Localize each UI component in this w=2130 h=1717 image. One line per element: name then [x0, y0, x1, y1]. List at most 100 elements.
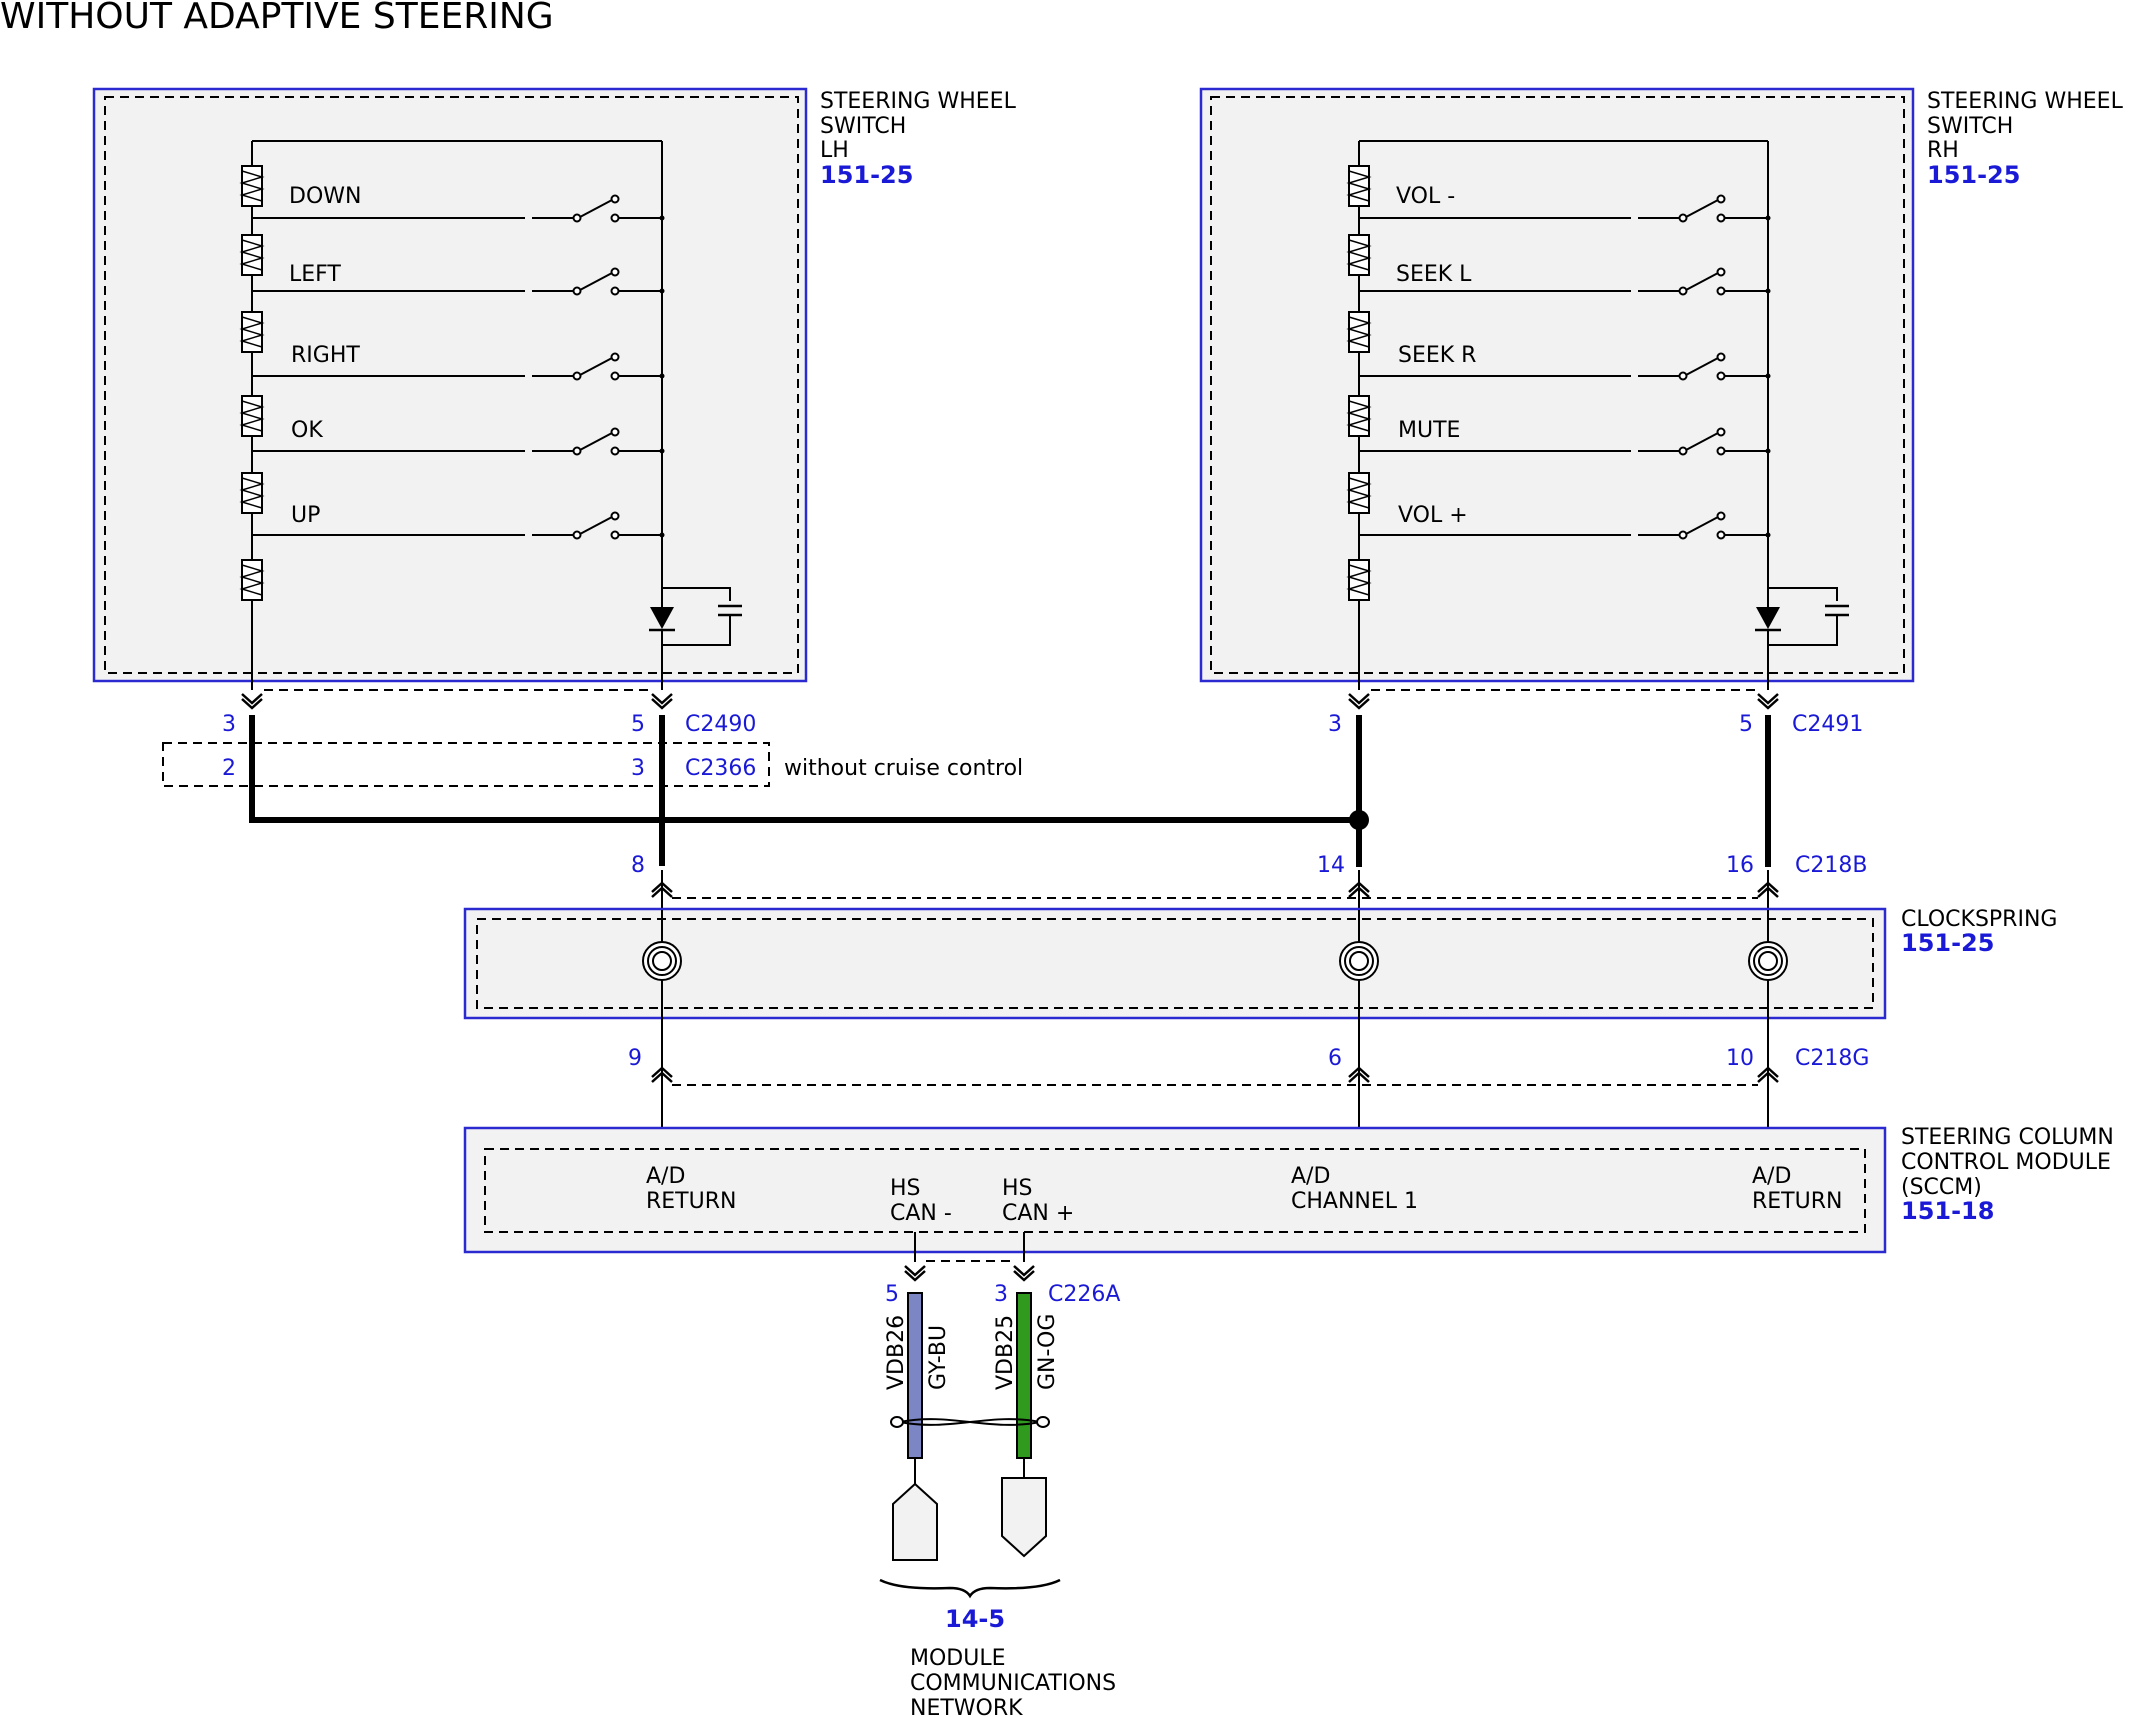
pin-number: 5 — [885, 1282, 899, 1307]
sccm-ref: 151-18 — [1901, 1197, 1994, 1225]
lh-switch-up: UP — [252, 503, 666, 540]
switch-label: VOL - — [1396, 184, 1455, 209]
rh-switch-vol-minus: VOL - — [1359, 184, 1772, 223]
connector-pin-icon — [903, 1264, 927, 1282]
network-name-2: COMMUNICATIONS — [910, 1671, 1116, 1696]
splice-icon — [1349, 810, 1369, 830]
connector-arrow-down-icon — [1001, 1477, 1047, 1558]
clockspring-coil-icon — [1339, 941, 1379, 981]
connector-id: C2366 — [685, 756, 756, 781]
connector-c226a: 5 3 C226A — [885, 1232, 1120, 1307]
pin-number: 3 — [222, 712, 236, 737]
rh-switch-name-1: STEERING WHEEL — [1927, 89, 2124, 114]
rh-switch-seek-r: SEEK R — [1359, 343, 1772, 381]
clockspring-coil-icon — [642, 941, 682, 981]
page-title: WITHOUT ADAPTIVE STEERING — [0, 0, 554, 37]
pin-number: 14 — [1317, 853, 1345, 878]
pin-number: 8 — [631, 853, 645, 878]
switch-label: DOWN — [289, 184, 361, 209]
lh-switch-name-1: STEERING WHEEL — [820, 89, 1017, 114]
lh-switch-name-2: SWITCH — [820, 114, 906, 139]
sccm-terminal-label: HS — [1002, 1176, 1033, 1201]
network-name-1: MODULE — [910, 1646, 1006, 1671]
pin-number: 16 — [1726, 853, 1754, 878]
pin-number: 5 — [631, 712, 645, 737]
lh-switch-ref: 151-25 — [820, 161, 913, 189]
wire-color-label: GY-BU — [926, 1325, 951, 1390]
connector-c218b: 8 14 16 C218B — [631, 853, 1867, 910]
connector-pin-icon — [1756, 692, 1780, 710]
sccm-terminal-label: CAN + — [1002, 1201, 1074, 1226]
lh-switch-component: STEERING WHEEL SWITCH LH 151-25 DOWN LEF… — [92, 87, 1017, 690]
connector-id: C2491 — [1792, 712, 1863, 737]
clockspring-coil-icon — [1748, 941, 1788, 981]
sccm-terminal-label: A/D — [646, 1164, 685, 1189]
switch-label: VOL + — [1398, 503, 1468, 528]
switch-label: UP — [291, 503, 320, 528]
sccm-terminal-label: HS — [890, 1176, 921, 1201]
rh-switch-ref: 151-25 — [1927, 161, 2020, 189]
sccm-terminal-label: RETURN — [1752, 1189, 1842, 1214]
pin-number: 2 — [222, 756, 236, 781]
connector-c2490: 3 5 C2490 — [222, 689, 756, 737]
pin-number: 10 — [1726, 1046, 1754, 1071]
lh-switch-left: LEFT — [252, 262, 666, 296]
option-note: without cruise control — [784, 756, 1023, 781]
rh-switch-vol-plus: VOL + — [1359, 503, 1772, 540]
sccm-name-3: (SCCM) — [1901, 1175, 1982, 1200]
sccm-terminal-label: CAN - — [890, 1201, 952, 1226]
lh-switch-down: DOWN — [252, 184, 666, 223]
network-ref: 14-5 — [945, 1605, 1005, 1633]
lh-switch-name-3: LH — [820, 138, 849, 163]
sccm-component: STEERING COLUMN CONTROL MODULE (SCCM) 15… — [463, 1125, 2114, 1254]
connector-pin-icon — [1347, 692, 1371, 710]
brace-icon — [879, 1578, 1061, 1599]
wire-vdb26 — [907, 1292, 923, 1459]
rh-switch-name-3: RH — [1927, 138, 1959, 163]
harness-wires — [249, 715, 1771, 867]
connector-c2491: 3 5 C2491 — [1328, 689, 1863, 737]
connector-pin-icon — [650, 692, 674, 710]
connector-arrow-up-icon — [892, 1482, 938, 1561]
sccm-terminal-label: CHANNEL 1 — [1291, 1189, 1418, 1214]
rh-switch-seek-l: SEEK L — [1359, 262, 1772, 296]
sccm-name-2: CONTROL MODULE — [1901, 1150, 2111, 1175]
sccm-terminal-label: RETURN — [646, 1189, 736, 1214]
clockspring-name: CLOCKSPRING — [1901, 907, 2057, 932]
connector-id: C226A — [1048, 1282, 1120, 1307]
wire-circuit-label: VDB26 — [884, 1315, 909, 1390]
wire-color-label: GN-OG — [1035, 1314, 1060, 1390]
switch-label: LEFT — [289, 262, 341, 287]
connector-id: C218G — [1795, 1046, 1869, 1071]
wire-circuit-label: VDB25 — [993, 1315, 1018, 1390]
rh-switch-component: STEERING WHEEL SWITCH RH 151-25 VOL - SE… — [1199, 87, 2124, 690]
switch-label: SEEK L — [1396, 262, 1472, 287]
pin-number: 9 — [628, 1046, 642, 1071]
pin-number: 6 — [1328, 1046, 1342, 1071]
pin-number: 3 — [631, 756, 645, 781]
network-reference: 14-5 MODULE COMMUNICATIONS NETWORK — [910, 1605, 1116, 1717]
rh-switch-mute: MUTE — [1359, 418, 1772, 456]
switch-label: OK — [291, 418, 323, 443]
lh-switch-ok: OK — [252, 418, 666, 456]
connector-pin-icon — [1012, 1264, 1036, 1282]
rh-switch-name-2: SWITCH — [1927, 114, 2013, 139]
sccm-terminal-label: A/D — [1752, 1164, 1791, 1189]
clockspring-ref: 151-25 — [1901, 929, 1994, 957]
connector-c218g: 9 6 10 C218G — [628, 1045, 1869, 1147]
lh-switch-right: RIGHT — [252, 343, 666, 381]
clockspring-component: CLOCKSPRING 151-25 — [463, 907, 2057, 1045]
switch-label: MUTE — [1398, 418, 1460, 443]
connector-id: C2490 — [685, 712, 756, 737]
wire-vdb25 — [1016, 1292, 1032, 1459]
can-wires: VDB26 GY-BU VDB25 GN-OG — [879, 1292, 1061, 1599]
connector-c2366: 2 3 C2366 without cruise control — [162, 742, 1023, 787]
sccm-name-1: STEERING COLUMN — [1901, 1125, 2114, 1150]
pin-number: 3 — [1328, 712, 1342, 737]
pin-number: 5 — [1739, 712, 1753, 737]
switch-label: RIGHT — [291, 343, 360, 368]
connector-pin-icon — [240, 692, 264, 710]
switch-label: SEEK R — [1398, 343, 1476, 368]
connector-id: C218B — [1795, 853, 1867, 878]
